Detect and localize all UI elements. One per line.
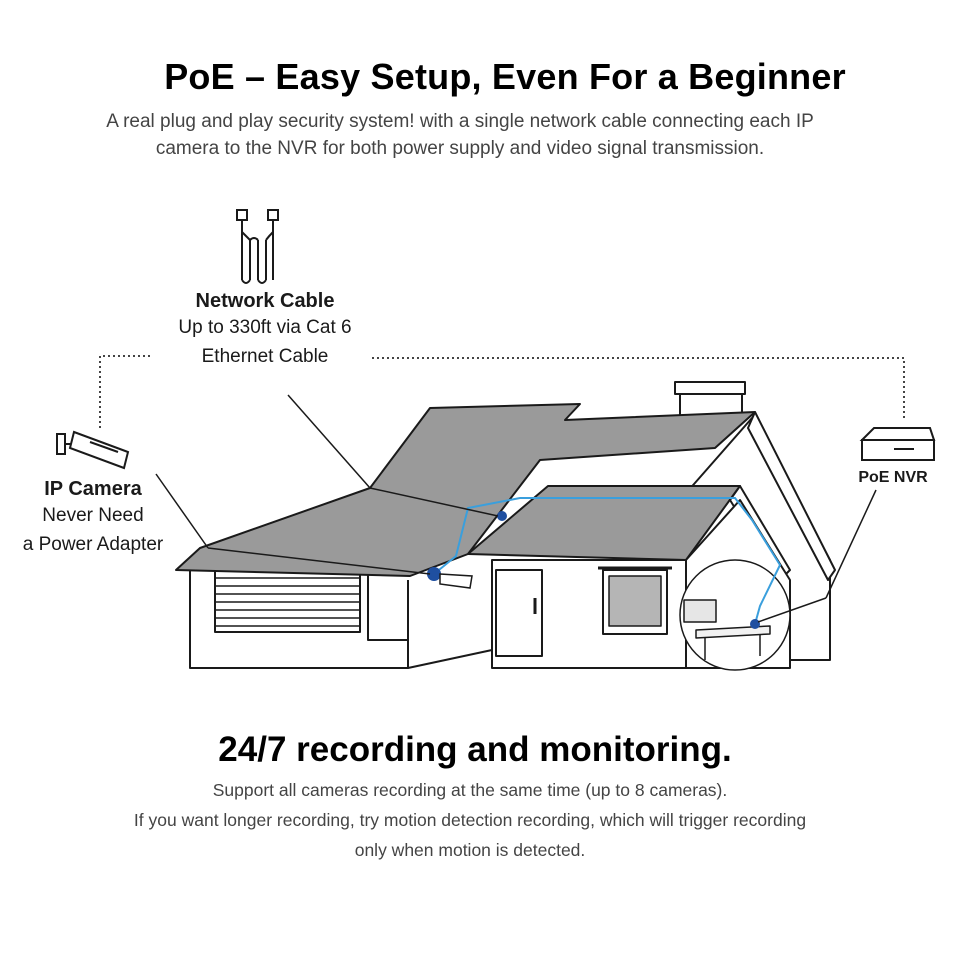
network-cable-title: Network Cable xyxy=(195,290,335,312)
house-illustration xyxy=(175,381,836,671)
ip-camera-label: IP Camera Never Need a Power Adapter xyxy=(12,478,174,559)
network-cable-line-2: Ethernet Cable xyxy=(201,346,329,367)
cable-node xyxy=(497,511,507,521)
wall-camera-icon xyxy=(439,573,473,589)
subtitle-line-1: A real plug and play security system! wi… xyxy=(106,111,814,132)
network-cable-icon xyxy=(236,209,279,284)
ip-camera-line-1: Never Need xyxy=(42,505,144,526)
subtitle-line-2: camera to the NVR for both power supply … xyxy=(155,138,765,159)
cable-node xyxy=(750,619,760,629)
dotted-connection-lines xyxy=(99,355,905,428)
recording-heading: 24/7 recording and monitoring. xyxy=(218,730,732,769)
page-subtitle: A real plug and play security system! wi… xyxy=(60,108,860,162)
poe-house-diagram xyxy=(56,209,936,671)
network-cable-path xyxy=(433,497,782,625)
nvr-icon xyxy=(859,427,936,461)
network-cable-label: Network Cable Up to 330ft via Cat 6 Ethe… xyxy=(160,290,370,371)
recording-line-3: only when motion is detected. xyxy=(354,840,586,860)
ip-camera-line-2: a Power Adapter xyxy=(22,534,164,555)
recording-line-1: Support all cameras recording at the sam… xyxy=(212,780,728,800)
page-title: PoE – Easy Setup, Even For a Beginner xyxy=(164,56,846,97)
network-cable-line-1: Up to 330ft via Cat 6 xyxy=(178,317,352,338)
ip-camera-title: IP Camera xyxy=(44,478,142,500)
leader-lines xyxy=(155,394,877,623)
recording-description: Support all cameras recording at the sam… xyxy=(60,775,880,865)
recording-line-2: If you want longer recording, try motion… xyxy=(133,810,807,830)
cable-node xyxy=(427,567,441,581)
nvr-label: PoE NVR xyxy=(858,469,928,486)
ip-camera-icon xyxy=(56,430,130,470)
